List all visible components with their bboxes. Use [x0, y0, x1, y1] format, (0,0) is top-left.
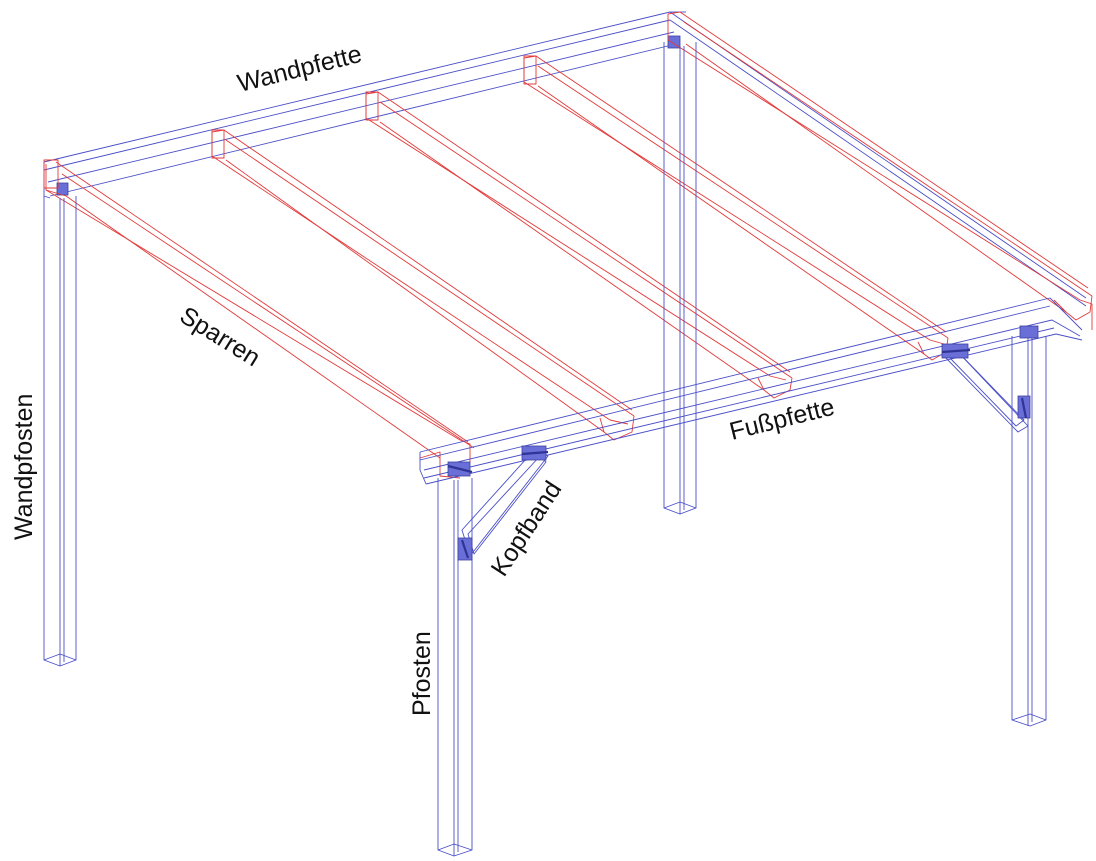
- head-brace-right: [941, 343, 1031, 433]
- head-brace-left: [457, 445, 549, 561]
- label-sparren: Sparren: [175, 301, 265, 372]
- label-pfosten: Pfosten: [408, 631, 436, 716]
- rafter: [365, 91, 793, 399]
- rafter: [45, 161, 475, 479]
- rear-post: [663, 42, 697, 515]
- wall-post: [43, 196, 77, 667]
- rafter: [211, 129, 635, 441]
- labels: Wandpfette Sparren Wandpfosten Fußpfette…: [10, 40, 837, 716]
- rafter: [667, 11, 1093, 330]
- label-wandpfosten: Wandpfosten: [10, 394, 38, 540]
- label-kopfband: Kopfband: [486, 476, 568, 581]
- label-wandpfette: Wandpfette: [235, 40, 365, 98]
- eaves-purlin: [419, 297, 1083, 485]
- front-post: [437, 461, 473, 857]
- front-right-post: [1011, 325, 1047, 727]
- rafter: [523, 55, 949, 361]
- label-fusspfette: Fußpfette: [727, 393, 838, 446]
- wall-purlin: [43, 11, 1087, 307]
- rafters: [43, 11, 1093, 479]
